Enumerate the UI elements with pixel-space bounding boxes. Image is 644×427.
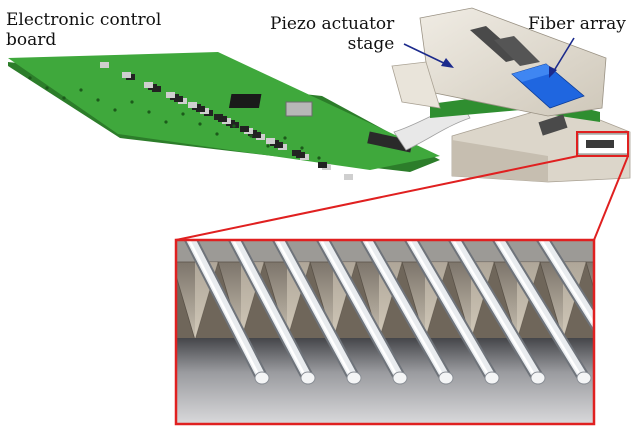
piezo-arrow-line — [403, 43, 451, 67]
pcb-via — [113, 108, 117, 112]
piezo-actuator-stage — [391, 7, 631, 183]
fiber-rod — [405, 240, 497, 383]
fiber-rod — [493, 240, 589, 383]
fiber-rod — [273, 240, 359, 383]
pcb-via — [62, 96, 66, 100]
inset-frame — [174, 238, 596, 426]
fiber-end-face — [438, 371, 454, 385]
fiber-rod — [537, 240, 594, 330]
pcb-components — [28, 62, 353, 180]
pcb-component — [240, 126, 249, 132]
pcb-via — [300, 146, 304, 150]
fiber-arrow-line — [551, 37, 575, 75]
pcb-via — [232, 124, 236, 128]
v-groove-highlight — [609, 262, 632, 340]
fiber-array-block-top — [512, 64, 556, 82]
fiber-end-face — [392, 371, 408, 385]
pcb-component — [188, 102, 197, 108]
stage-top-slot-2 — [494, 36, 540, 66]
fiber-rod — [317, 240, 405, 383]
fiber-end-face — [484, 371, 500, 385]
pcb-via — [283, 136, 287, 140]
callout-box-small — [576, 131, 629, 157]
zoom-inset — [174, 238, 637, 426]
pcb-via — [130, 100, 134, 104]
piezo-arrow-head — [441, 58, 454, 68]
label-piezo: Piezo actuator stage — [270, 14, 394, 54]
label-fiber: Fiber array — [528, 14, 626, 34]
fiber-rod-highlight — [319, 240, 400, 380]
stage-base-front — [452, 140, 548, 182]
electronic-control-board — [8, 52, 471, 180]
connector-block — [285, 101, 313, 117]
fiber-end-face — [623, 372, 637, 384]
fiber-array-tip-dark — [586, 140, 614, 148]
fiber-rod-highlight — [495, 240, 584, 380]
fiber-end-face — [346, 371, 362, 385]
pcb-via — [181, 112, 185, 116]
pcb-via — [266, 144, 270, 148]
pcb-surface — [8, 52, 440, 170]
pcb-via — [164, 120, 168, 124]
fiber-rod-highlight — [363, 240, 446, 380]
fiber-end-face — [576, 371, 592, 385]
pcb-component — [266, 138, 275, 144]
pcb-component — [144, 82, 153, 88]
ribbon-connector — [367, 131, 413, 153]
callout-line-right — [593, 155, 629, 241]
microcontroller-chip — [228, 94, 262, 108]
label-piezo-line2: stage — [347, 34, 395, 54]
pcb-component — [214, 114, 223, 120]
pcb-component — [318, 162, 327, 168]
pcb-via — [79, 88, 83, 92]
fiber-rod — [449, 240, 543, 383]
pcb-component — [166, 92, 175, 98]
pcb-via — [198, 122, 202, 126]
fiber-arrow-head — [549, 66, 557, 78]
fiber-rod-highlight — [451, 240, 538, 380]
fiber-rod-highlight — [275, 240, 354, 380]
label-piezo-line1: Piezo actuator — [270, 14, 395, 34]
label-board-line2: board — [6, 30, 57, 50]
pcb-via — [249, 134, 253, 138]
pcb-component — [344, 174, 353, 180]
fiber-end-face — [254, 371, 270, 385]
fiber-rod-highlight — [231, 240, 308, 380]
pcb-via — [45, 86, 49, 90]
label-board-line1: Electronic control — [6, 10, 162, 30]
fiber-end-face — [530, 371, 546, 385]
zoom-callout — [175, 131, 629, 241]
fiber-rod-highlight — [539, 240, 594, 327]
stage-clamp — [538, 114, 568, 136]
fiber-rod — [361, 240, 451, 383]
annotation-arrows — [403, 37, 575, 78]
fiber-rod-highlight — [407, 240, 492, 380]
callout-line-left — [175, 155, 579, 241]
pcb-via — [28, 76, 32, 80]
label-board: Electronic control board — [6, 10, 161, 50]
pcb-via — [317, 156, 321, 160]
optical-fibers — [183, 240, 637, 385]
fiber-rod — [229, 240, 313, 383]
fiber-rod-highlight — [187, 240, 262, 380]
fiber-end-face — [300, 371, 316, 385]
pcb-component — [122, 72, 131, 78]
pcb-component — [292, 150, 301, 156]
pcb-via — [147, 110, 151, 114]
fiber-rod — [185, 240, 267, 383]
pcb-via — [96, 98, 100, 102]
stage-wing — [391, 61, 441, 109]
pcb-via — [215, 132, 219, 136]
v-groove — [585, 261, 594, 291]
pcb-component — [100, 62, 109, 68]
